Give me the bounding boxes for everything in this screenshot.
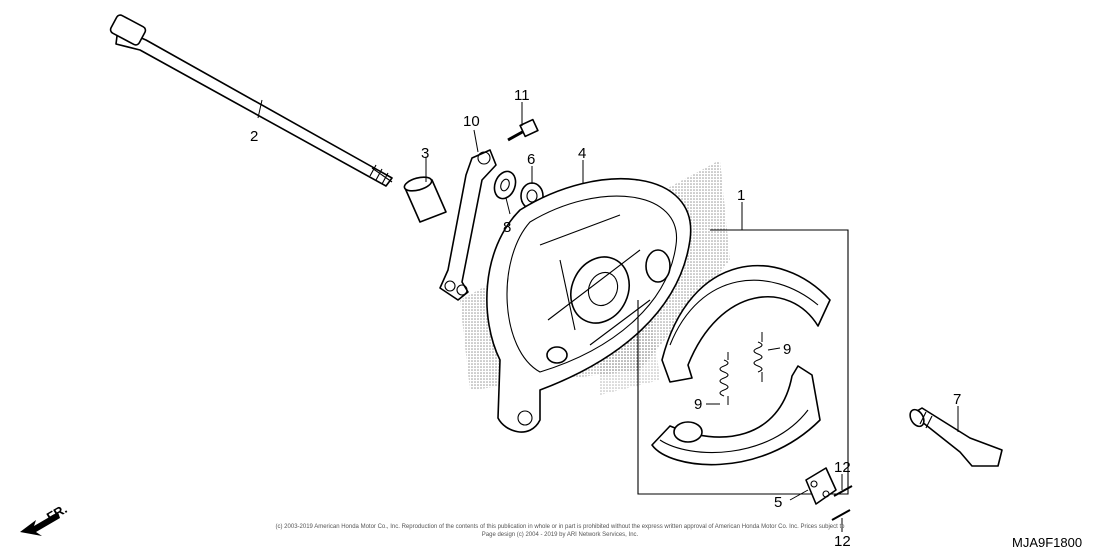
callout-labels: 1 2 3 4 5 6 7 8 9 9 10 11 12 12: [250, 87, 961, 550]
callout-7: 7: [953, 391, 961, 408]
callout-9-lower: 9: [694, 396, 702, 413]
leader-lines: [257, 99, 959, 532]
callout-1: 1: [737, 187, 745, 204]
callout-2: 2: [250, 128, 258, 145]
brake-shoe-set: [637, 229, 849, 495]
callout-4: 4: [578, 145, 586, 162]
plate-part: [805, 467, 837, 505]
copyright-line-1: (c) 2003-2019 American Honda Motor Co., …: [276, 524, 846, 530]
cotter-pin-part-lower: [831, 509, 851, 521]
copyright-line-2: Page design (c) 2004 - 2019 by ARI Netwo…: [482, 532, 639, 538]
front-direction-arrow: FR.: [20, 501, 70, 536]
bolt-part: [507, 118, 539, 142]
collar-part: [403, 176, 447, 223]
brake-panel-part: [486, 177, 692, 433]
diagram-code: MJA9F1800: [1012, 535, 1082, 550]
callout-5: 5: [774, 494, 782, 511]
callout-10: 10: [463, 113, 480, 130]
callout-11: 11: [514, 87, 530, 104]
spring-part-lower: [719, 352, 729, 405]
washer-part: [493, 170, 517, 200]
callout-9-upper: 9: [783, 341, 791, 358]
callout-12-lower: 12: [834, 533, 851, 550]
spring-part-upper: [753, 332, 763, 382]
callout-8: 8: [503, 219, 511, 236]
callout-6: 6: [527, 151, 535, 168]
axle-part: [109, 14, 393, 187]
callout-3: 3: [421, 145, 429, 162]
brake-cam-part: [909, 407, 1003, 467]
callout-12-upper: 12: [834, 459, 851, 476]
torque-link-part: [439, 149, 497, 301]
cotter-pin-part-upper: [833, 485, 853, 497]
